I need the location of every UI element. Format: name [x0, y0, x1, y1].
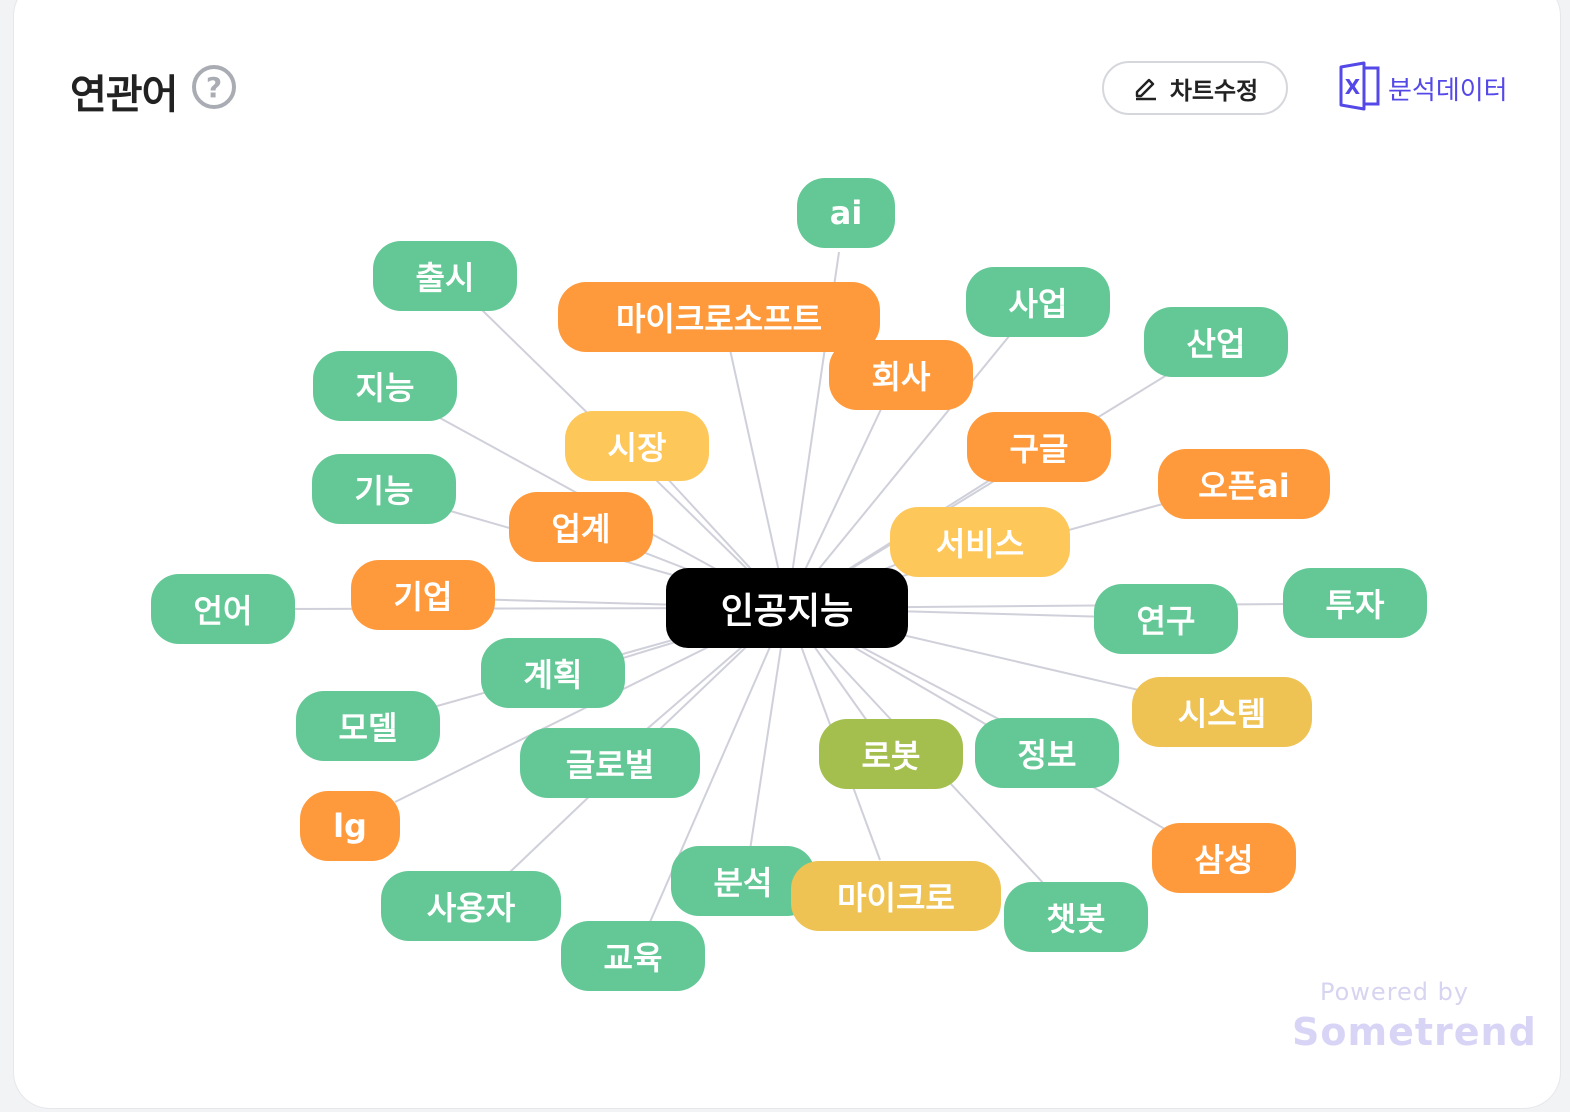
keyword-node-samsung[interactable]: 삼성	[1152, 823, 1296, 893]
svg-text:X: X	[1345, 75, 1361, 99]
keyword-node-gyoyuk[interactable]: 교육	[561, 921, 705, 991]
keyword-node-ai[interactable]: ai	[797, 178, 895, 248]
keyword-node-chatbot[interactable]: 챗봇	[1004, 882, 1148, 952]
brand-logo: Sometrend	[1292, 1010, 1537, 1054]
center-keyword-node[interactable]: 인공지능	[666, 568, 908, 648]
page-title: 연관어	[70, 72, 178, 118]
related-words-card	[14, 0, 1560, 1108]
keyword-node-jineung[interactable]: 지능	[313, 351, 457, 421]
keyword-node-gieop[interactable]: 기업	[351, 560, 495, 630]
edit-chart-label: 차트수정	[1169, 76, 1259, 105]
pencil-icon	[1132, 74, 1160, 102]
keyword-node-model[interactable]: 모델	[296, 691, 440, 761]
keyword-node-lg[interactable]: lg	[300, 791, 400, 861]
keyword-node-sayongja[interactable]: 사용자	[381, 871, 561, 941]
keyword-node-hoesa[interactable]: 회사	[829, 340, 973, 410]
keyword-node-chulsi[interactable]: 출시	[373, 241, 517, 311]
keyword-node-system[interactable]: 시스템	[1132, 677, 1312, 747]
keyword-node-jeongbo[interactable]: 정보	[975, 718, 1119, 788]
help-icon[interactable]: ?	[192, 65, 236, 109]
keyword-node-robot[interactable]: 로봇	[819, 719, 963, 789]
keyword-node-gineung[interactable]: 기능	[312, 454, 456, 524]
edge-bunseok	[749, 607, 788, 851]
keyword-node-saeop[interactable]: 사업	[966, 267, 1110, 337]
keyword-node-ms[interactable]: 마이크로소프트	[558, 282, 880, 352]
keyword-node-eopgye[interactable]: 업계	[509, 492, 653, 562]
analysis-data-button[interactable]: X 분석데이터	[1338, 61, 1508, 115]
keyword-node-global[interactable]: 글로벌	[520, 728, 700, 798]
keyword-node-gugeul[interactable]: 구글	[967, 412, 1111, 482]
edge-ms	[728, 344, 788, 609]
keyword-node-eoneo[interactable]: 언어	[151, 574, 295, 644]
edit-chart-button[interactable]: 차트수정	[1102, 61, 1288, 115]
keyword-node-yeongu[interactable]: 연구	[1094, 584, 1238, 654]
powered-by-text: Powered by	[1320, 978, 1470, 1006]
keyword-node-saneop[interactable]: 산업	[1144, 307, 1288, 377]
keyword-node-tuja[interactable]: 투자	[1283, 568, 1427, 638]
keyword-node-sijang[interactable]: 시장	[565, 411, 709, 481]
keyword-node-openai[interactable]: 오픈ai	[1158, 449, 1330, 519]
keyword-node-service[interactable]: 서비스	[890, 507, 1070, 577]
keyword-node-gyehoek[interactable]: 계획	[481, 638, 625, 708]
keyword-node-micro[interactable]: 마이크로	[791, 861, 1001, 931]
excel-icon: X	[1338, 61, 1382, 115]
analysis-data-label: 분석데이터	[1388, 75, 1508, 106]
